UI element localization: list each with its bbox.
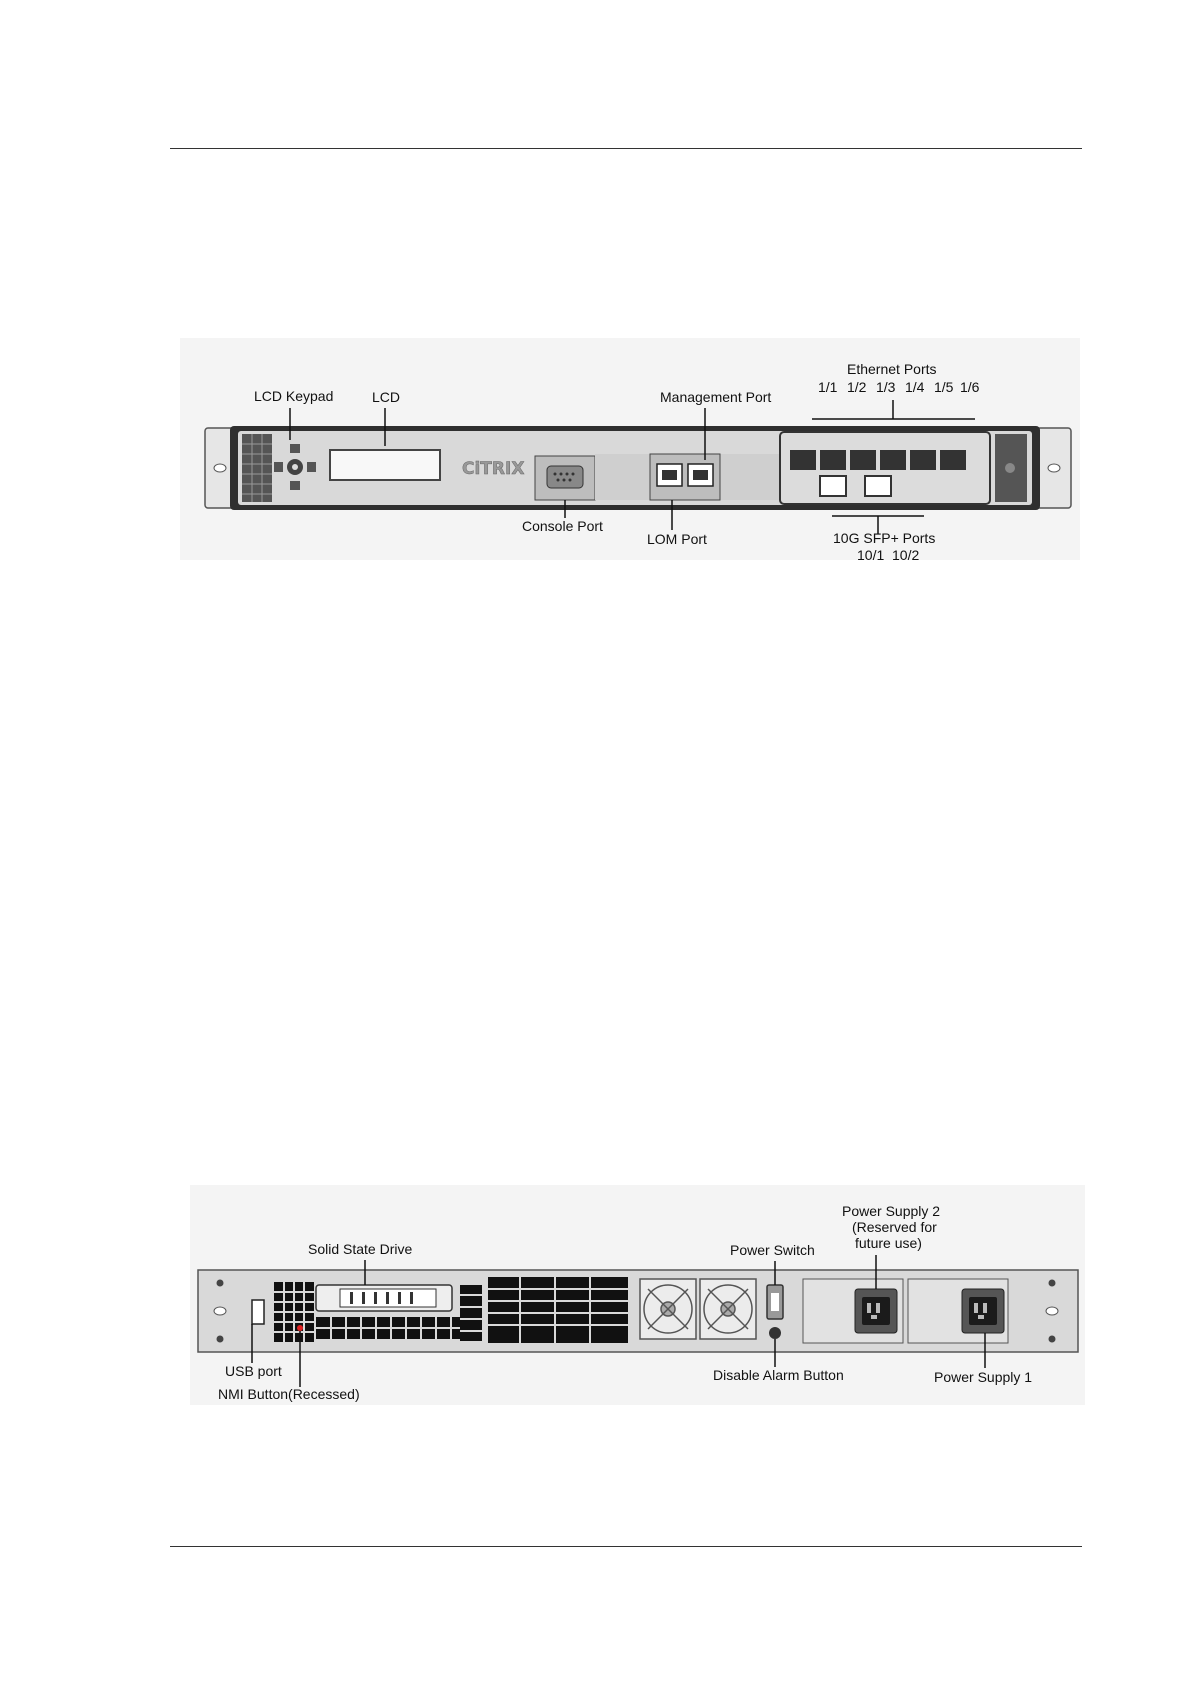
- top-rule: [170, 148, 1082, 149]
- label-power-supply-2-line2: (Reserved for: [852, 1219, 937, 1235]
- label-ethernet-port-2: 1/2: [847, 379, 867, 395]
- label-sfp-port-2: 10/2: [892, 547, 919, 560]
- nmi-button[interactable]: [297, 1325, 303, 1331]
- bottom-rule: [170, 1546, 1082, 1547]
- label-power-supply-2-line1: Power Supply 2: [842, 1203, 940, 1219]
- lcd-screen: [330, 450, 440, 480]
- label-sfp-port-1: 10/1: [857, 547, 884, 560]
- console-port: [547, 466, 583, 488]
- back-panel-figure: Solid State Drive Power Switch Power Sup…: [190, 1185, 1085, 1405]
- label-sfp-ports: 10G SFP+ Ports: [833, 530, 935, 546]
- right-ear-hole: [1048, 464, 1060, 472]
- label-nmi-button: NMI Button(Recessed): [218, 1386, 360, 1402]
- usb-port[interactable]: [252, 1300, 264, 1324]
- label-ethernet-ports: Ethernet Ports: [847, 361, 937, 377]
- left-ear-hole: [214, 464, 226, 472]
- lom-port[interactable]: [657, 464, 682, 486]
- citrix-logo: CiTRIX: [462, 459, 524, 479]
- label-lcd-keypad: LCD Keypad: [254, 388, 333, 404]
- label-management-port: Management Port: [660, 389, 771, 405]
- label-lcd: LCD: [372, 389, 400, 405]
- management-port[interactable]: [688, 464, 713, 486]
- label-solid-state-drive: Solid State Drive: [308, 1241, 412, 1257]
- label-ethernet-port-3: 1/3: [876, 379, 896, 395]
- label-console-port: Console Port: [522, 518, 603, 534]
- label-ethernet-port-4: 1/4: [905, 379, 925, 395]
- front-panel-figure: CiTRIX LCD Keyp: [180, 338, 1080, 560]
- label-ethernet-port-1: 1/1: [818, 379, 838, 395]
- fan-left: [640, 1279, 696, 1339]
- disable-alarm-button[interactable]: [769, 1327, 781, 1339]
- label-power-supply-2-line3: future use): [855, 1235, 922, 1251]
- label-ethernet-port-5: 1/5: [934, 379, 954, 395]
- label-ethernet-port-6: 1/6: [960, 379, 980, 395]
- label-disable-alarm-button: Disable Alarm Button: [713, 1367, 844, 1383]
- label-lom-port: LOM Port: [647, 531, 707, 547]
- label-usb-port: USB port: [225, 1363, 282, 1379]
- label-power-supply-1: Power Supply 1: [934, 1369, 1032, 1385]
- label-power-switch: Power Switch: [730, 1242, 815, 1258]
- fan-right: [700, 1279, 756, 1339]
